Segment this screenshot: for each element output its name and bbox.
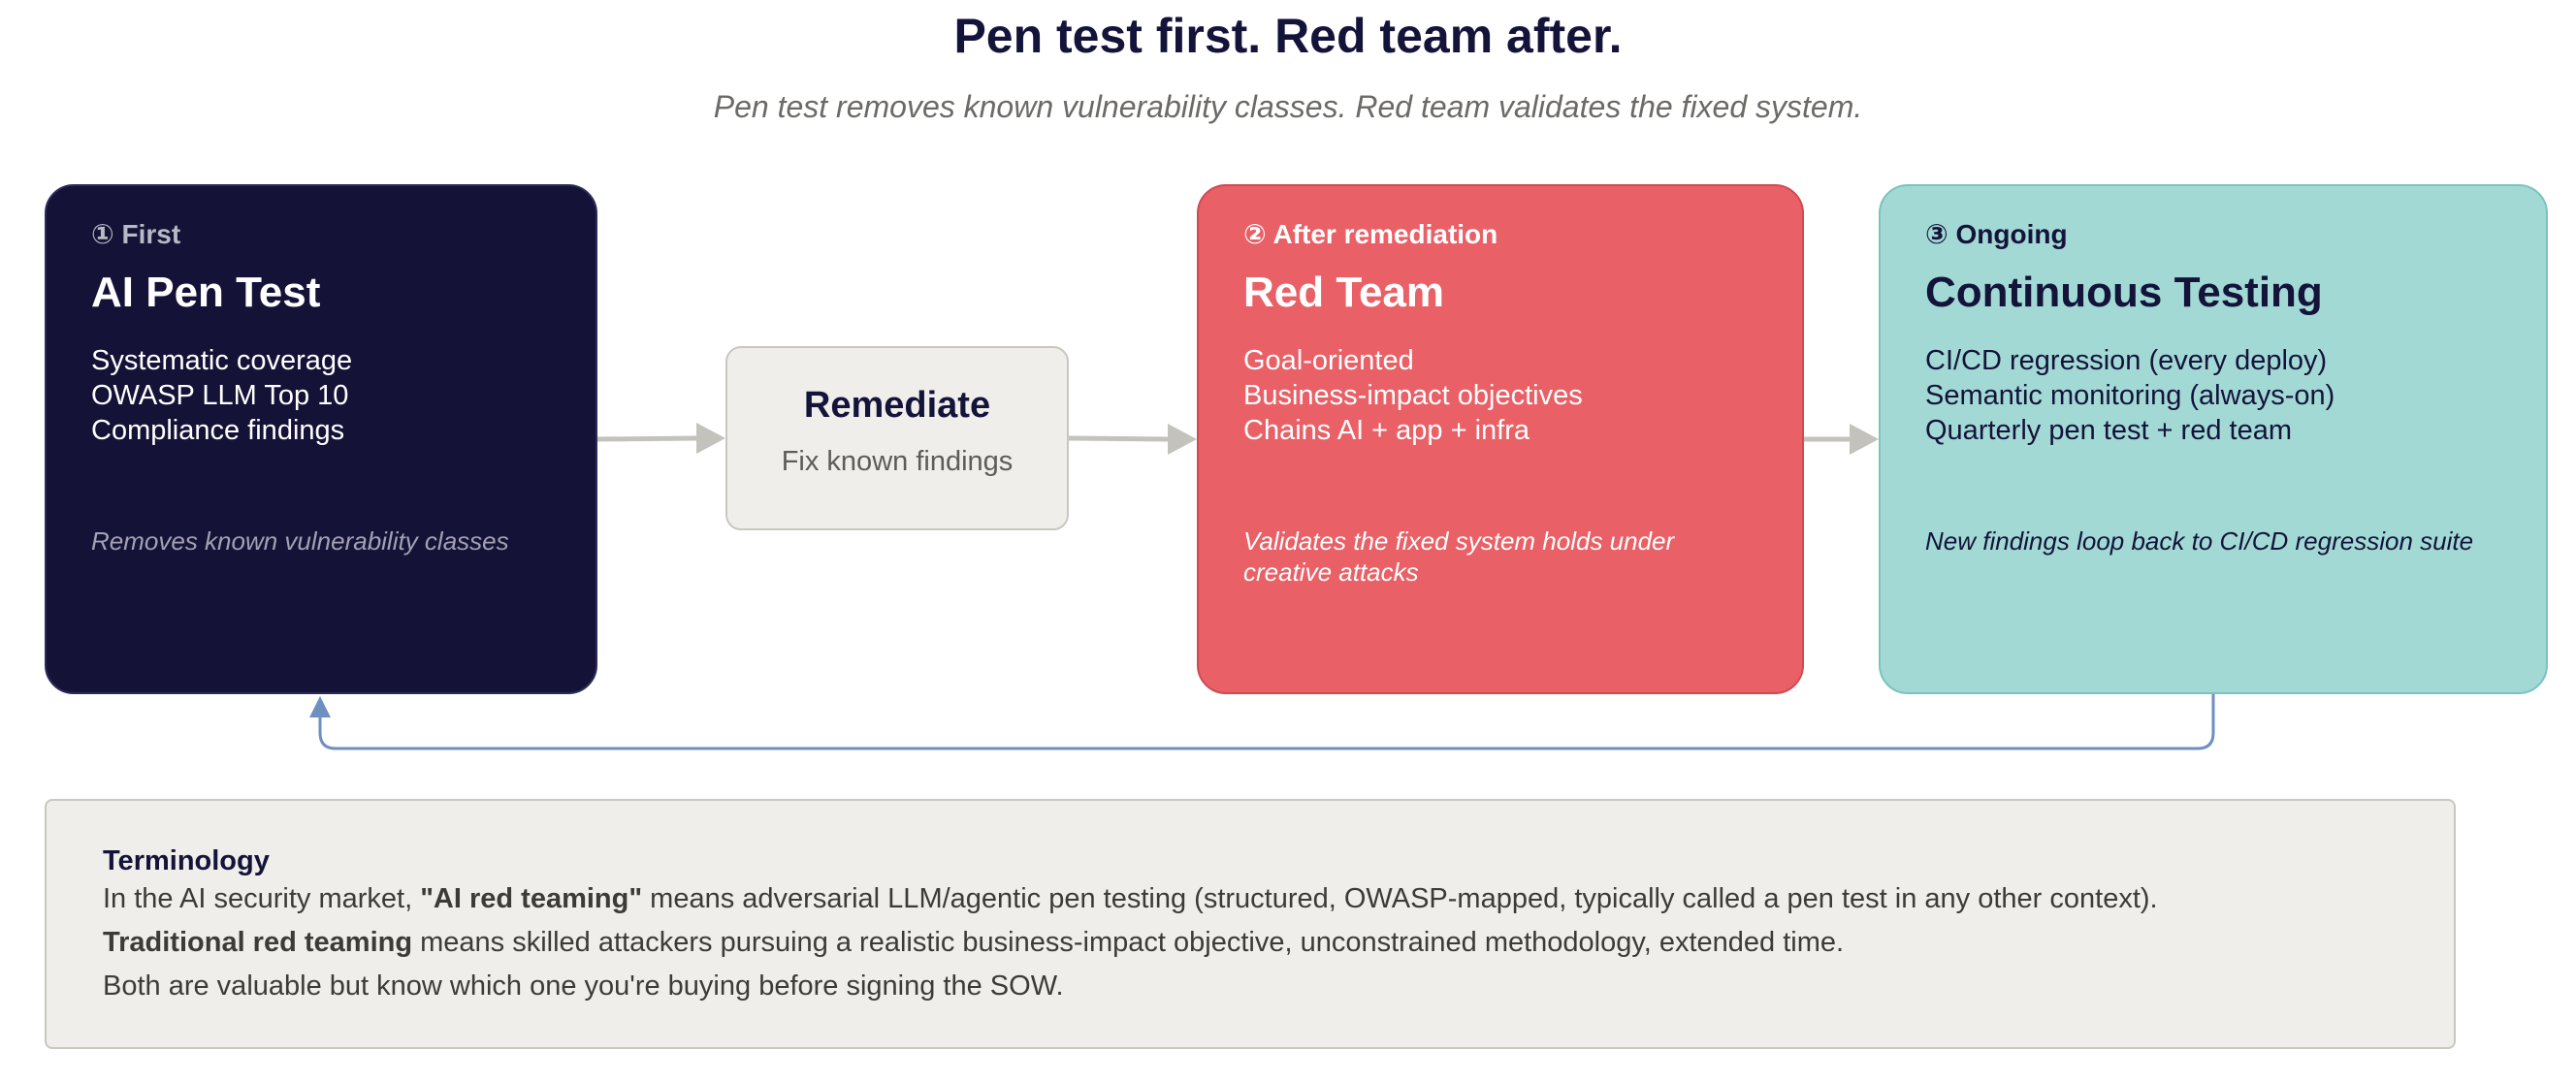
remediate-heading: Remediate [803,385,991,426]
continuous-testing-points: CI/CD regression (every deploy) Semantic… [1925,343,2501,448]
diagram-subtitle: Pen test removes known vulnerability cla… [713,89,1863,124]
red-team-points: Goal-oriented Business-impact objectives… [1243,343,1757,448]
terminology-box: Terminology In the AI security market, "… [45,799,2456,1049]
red-team-badge: ② After remediation [1243,219,1498,249]
arrow-remediate-to-redteam [1068,424,1197,455]
red-team-card: ② After remediation Red Team Goal-orient… [1197,184,1804,694]
continuous-testing-note: New findings loop back to CI/CD regressi… [1925,526,2474,556]
terminology-term-traditional: Traditional red teaming [103,927,413,958]
arrow-redteam-to-continuous [1804,424,1879,455]
terminology-line-ai-red-teaming: In the AI security market, "AI red teami… [103,877,2398,921]
terminology-line2-definition: means skilled attackers pursuing a reali… [412,927,1845,958]
pen-test-point: Compliance findings [91,415,345,446]
terminology-line-summary: Both are valuable but know which one you… [103,971,1064,1002]
red-team-point: Business-impact objectives [1243,380,1583,411]
pen-test-points: Systematic coverage OWASP LLM Top 10 Com… [91,343,551,448]
diagram-title: Pen test first. Red team after. [953,9,1623,63]
continuous-testing-point: Semantic monitoring (always-on) [1925,380,2335,411]
pen-test-heading: AI Pen Test [91,269,321,316]
terminology-heading: Terminology [103,845,270,876]
red-team-point: Goal-oriented [1243,345,1414,376]
pen-test-card: ① First AI Pen Test Systematic coverage … [45,184,597,694]
remediate-card: Remediate Fix known findings [725,346,1069,530]
continuous-testing-badge: ③ Ongoing [1925,219,2068,249]
continuous-testing-point: Quarterly pen test + red team [1925,415,2292,446]
pen-test-badge: ① First [91,219,181,249]
terminology-line1-definition: means adversarial LLM/agentic pen testin… [642,883,2158,914]
continuous-testing-card: ③ Ongoing Continuous Testing CI/CD regre… [1879,184,2548,694]
arrow-pentest-to-remediate [596,423,725,454]
pen-test-note: Removes known vulnerability classes [91,526,509,556]
pen-test-point: OWASP LLM Top 10 [91,380,349,411]
terminology-term-ai-red-teaming: "AI red teaming" [420,883,643,914]
red-team-point: Chains AI + app + infra [1243,415,1530,446]
loop-back-arrow [309,694,2215,750]
red-team-heading: Red Team [1243,269,1445,316]
terminology-line1-prefix: In the AI security market, [103,883,421,914]
pen-test-point: Systematic coverage [91,345,353,376]
continuous-testing-point: CI/CD regression (every deploy) [1925,345,2328,376]
remediate-subtext: Fix known findings [781,446,1014,477]
terminology-line-traditional: Traditional red teaming means skilled at… [103,921,2398,965]
continuous-testing-heading: Continuous Testing [1925,269,2323,316]
red-team-note: Validates the fixed system holds under c… [1243,526,1675,587]
